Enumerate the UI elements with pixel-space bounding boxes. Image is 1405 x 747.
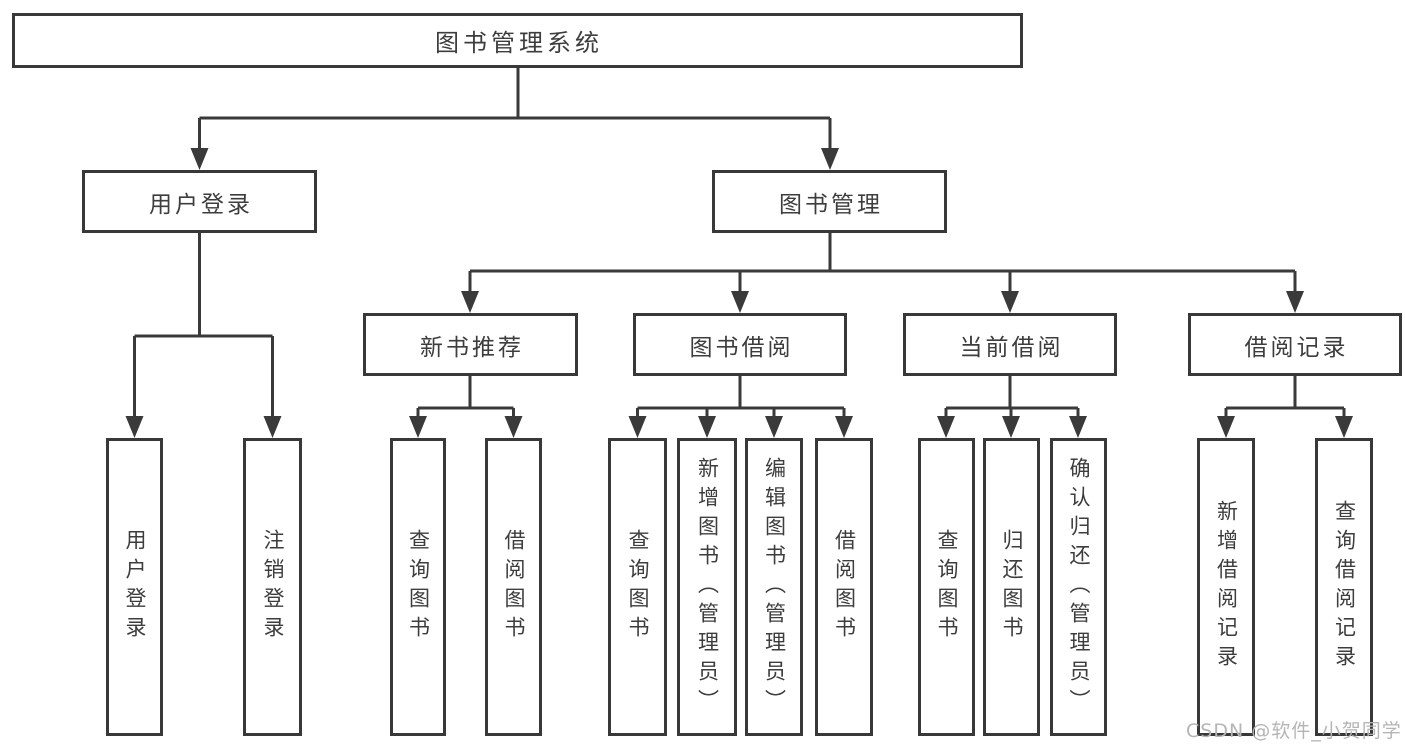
connector-current-borrow-children [937, 376, 1087, 438]
connector-user-login-children [125, 233, 282, 438]
node-label: 借阅图书 [832, 529, 857, 645]
leaf-records-add-borrow-record: 新增借阅记录 [1197, 438, 1255, 736]
connector-root-to-level1 [190, 68, 839, 170]
leaf-borrow-edit-books-admin: 编辑图书（管理员） [745, 438, 803, 736]
node-label: 新书推荐 [420, 334, 524, 361]
leaf-current-confirm-return-admin: 确认归还（管理员） [1050, 438, 1107, 736]
leaf-recommend-query-books: 查询图书 [390, 438, 446, 736]
connector-new-book-recommend-children [409, 376, 523, 438]
node-label: 借阅记录 [1244, 334, 1349, 361]
node-label: 查询图书 [935, 529, 959, 645]
node-label: 查询借阅记录 [1332, 500, 1357, 674]
node-label: 图书管理 [779, 191, 883, 218]
node-label: 注销登录 [261, 529, 285, 645]
leaf-borrow-query-books: 查询图书 [608, 438, 667, 736]
leaf-borrow-borrow-books: 借阅图书 [815, 438, 873, 736]
node-label: 借阅图书 [502, 529, 526, 645]
node-label: 归还图书 [1000, 529, 1024, 645]
leaf-records-query-borrow-record: 查询借阅记录 [1315, 438, 1373, 736]
leaf-logout: 注销登录 [243, 438, 302, 736]
leaf-recommend-borrow-books: 借阅图书 [485, 438, 542, 736]
node-label: 查询图书 [406, 529, 431, 645]
node-label: 查询图书 [626, 529, 650, 645]
node-current-borrow: 当前借阅 [903, 313, 1117, 376]
node-label: 新增图书（管理员） [695, 456, 720, 718]
node-new-book-recommend: 新书推荐 [363, 313, 578, 376]
node-book-management: 图书管理 [712, 170, 947, 233]
node-label: 新增借阅记录 [1214, 500, 1239, 674]
node-library-system: 图书管理系统 [12, 13, 1023, 68]
node-book-borrow: 图书借阅 [633, 313, 847, 376]
connector-borrow-records-children [1217, 376, 1353, 438]
node-label: 用户登录 [123, 529, 147, 645]
node-borrow-records: 借阅记录 [1188, 313, 1402, 376]
node-label: 编辑图书（管理员） [762, 456, 787, 718]
node-label: 确认归还（管理员） [1067, 456, 1091, 718]
leaf-borrow-add-books-admin: 新增图书（管理员） [677, 438, 737, 736]
connector-book-borrow-children [628, 376, 853, 438]
leaf-user-login: 用户登录 [106, 438, 163, 736]
leaf-current-query-books: 查询图书 [918, 438, 975, 736]
node-label: 图书管理系统 [435, 29, 603, 57]
node-label: 用户登录 [149, 191, 253, 218]
connector-book-management-children [461, 233, 1304, 313]
csdn-watermark: CSDN @软件_小贺同学 [1186, 720, 1402, 742]
node-label: 当前借阅 [959, 334, 1064, 361]
node-label: 图书借阅 [689, 334, 794, 361]
leaf-current-return-books: 归还图书 [983, 438, 1040, 736]
node-user-login: 用户登录 [82, 170, 317, 233]
